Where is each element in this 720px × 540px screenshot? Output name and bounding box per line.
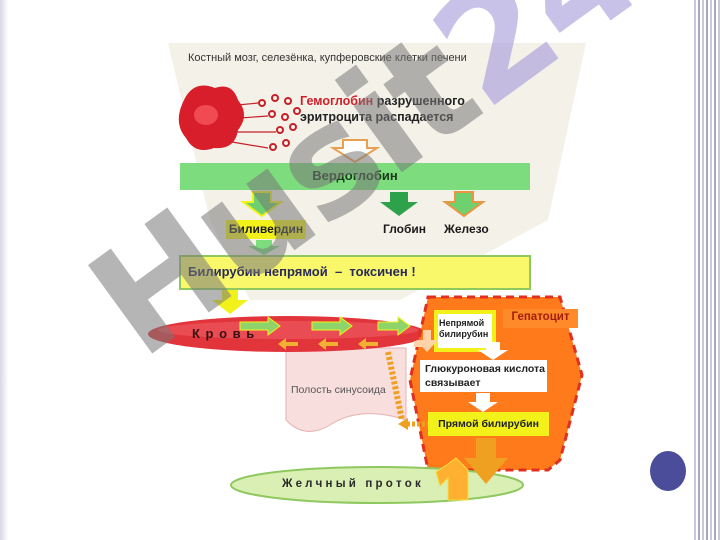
glucuronic-line2: связывает — [425, 377, 481, 389]
verdoglobin-bar — [180, 163, 530, 190]
hemoglobin-rest: разрушенного — [373, 94, 465, 108]
hep-indirect-line1: Непрямой — [439, 318, 485, 328]
bile-duct-label: Ж е л ч н ы й п р о т о к — [282, 478, 421, 490]
slide-right-border — [694, 0, 720, 540]
glucuronic-label: Глюкуроновая кислота связывает — [425, 362, 545, 390]
slide-left-edge — [0, 0, 8, 540]
glucuronic-line1: Глюкуроновая кислота — [425, 363, 546, 375]
hemoglobin-line2: эритроцита распадается — [300, 110, 454, 124]
hemoglobin-text: Гемоглобин разрушенного эритроцита распа… — [300, 93, 465, 125]
iron-label: Железо — [444, 222, 489, 236]
hepatocyte-label: Гепатоцит — [511, 311, 570, 323]
hemoglobin-particles — [258, 94, 301, 151]
hemoglobin-word: Гемоглобин — [300, 94, 374, 108]
direct-bilirubin-box — [428, 412, 549, 436]
blood-flow-arrows — [239, 316, 411, 350]
arrow-to-direct — [468, 393, 498, 412]
globin-label: Глобин — [383, 222, 427, 236]
uptake-arrows — [414, 330, 438, 352]
arrow-to-glucuronic — [478, 342, 508, 360]
hepatocyte-label-box — [503, 309, 578, 328]
arrow-to-globin — [380, 192, 418, 216]
arrow-to-biliverdin — [239, 191, 285, 218]
reflux-path — [385, 351, 428, 430]
arrow-curve-bile — [435, 457, 469, 501]
hep-indirect-line2: билирубин — [439, 329, 489, 339]
sinusoid-area — [285, 347, 407, 432]
verdoglobin-label: Вердоглобин — [312, 168, 398, 183]
arrow-to-indirect — [248, 240, 280, 255]
indirect-bilirubin-bar — [179, 255, 531, 290]
indirect-bilirubin-label: Билирубин непрямой – токсичен ! — [188, 264, 416, 279]
header-text: Костный мозг, селезёнка, купферовские кл… — [188, 52, 467, 64]
direct-bilirubin-label: Прямой билирубин — [438, 418, 539, 430]
blood-label: К р о в ь — [192, 326, 256, 341]
slide-nav-dot[interactable] — [650, 451, 686, 491]
glucuronic-box — [420, 360, 547, 392]
particle-arrows — [231, 102, 276, 149]
biliverdin-label: Биливердин — [228, 222, 304, 236]
red-blood-cell-icon — [178, 85, 244, 151]
arrow-to-bile-duct — [464, 438, 508, 484]
hep-indirect-label: Непрямой билирубин — [439, 318, 493, 340]
arrow-to-blood — [212, 290, 248, 314]
down-arrow-hemoglobin — [329, 139, 381, 164]
sinusoid-label: Полость синусоида — [291, 384, 386, 396]
biliverdin-box — [226, 220, 306, 239]
hep-indirect-box — [434, 310, 496, 352]
arrow-to-iron — [441, 191, 487, 218]
